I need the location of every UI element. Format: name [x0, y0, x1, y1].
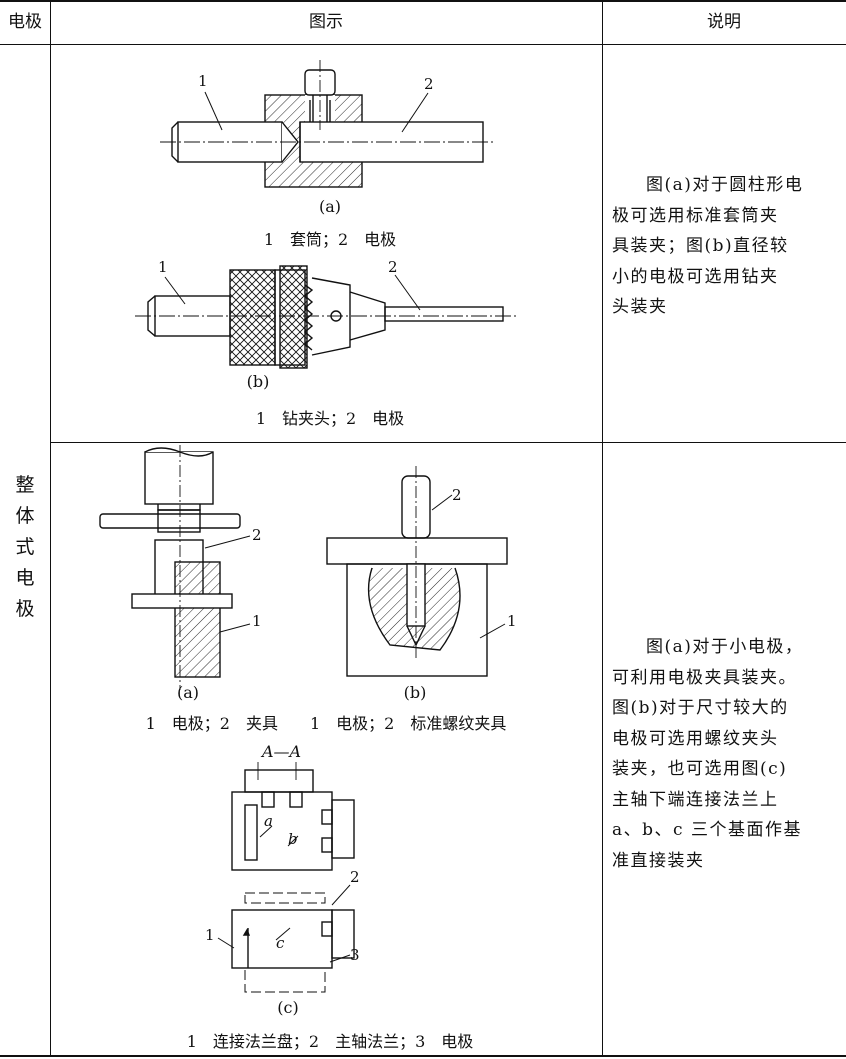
figure-c-caption: 1 连接法兰盘；2 主轴法兰；3 电极	[186, 1032, 474, 1051]
column-divider-2	[602, 0, 603, 1057]
description-line: 装夹，也可选用图(c)	[612, 759, 788, 779]
figure-ab-caption: 1 电极；2 夹具 1 电极；2 标准螺纹夹具	[145, 714, 507, 733]
figure-b-tag: (b)	[246, 372, 270, 391]
row-label-integral-electrode: 整 体 式 电 极	[0, 470, 50, 625]
row-label-char: 整	[15, 474, 35, 496]
callout-1: 1	[205, 926, 215, 944]
callout-1: 1	[158, 258, 168, 276]
sleeve-figure-a	[160, 60, 496, 188]
description-line: 图(a)对于小电极，	[646, 637, 804, 657]
callout-2: 2	[252, 526, 262, 544]
callout-2: 2	[452, 486, 462, 504]
figure-a-tag: (a)	[318, 197, 342, 216]
row-label-char: 式	[15, 536, 35, 558]
callout-3: 3	[350, 946, 360, 964]
description-line: 具装夹；图(b)直径较	[612, 236, 789, 256]
description-line: 图(a)对于圆柱形电	[646, 175, 804, 195]
flange-figure-c	[217, 762, 355, 993]
callout-2: 2	[424, 75, 434, 93]
callout-2: 2	[388, 258, 398, 276]
description-line: 小的电极可选用钻夹	[612, 266, 779, 287]
face-label-c: c	[276, 934, 285, 952]
row2-description: 图(a)对于小电极， 可利用电极夹具装夹。 图(b)对于尺寸较大的 电极可选用螺…	[612, 632, 840, 876]
figure-b-caption: 1 钻夹头；2 电极	[255, 409, 405, 428]
drill-chuck-figure-b	[135, 265, 518, 369]
description-line: 图(b)对于尺寸较大的	[612, 698, 789, 718]
description-line: 准直接装夹	[612, 850, 705, 871]
table-bottom-border	[0, 1055, 846, 1057]
callout-1: 1	[507, 612, 517, 630]
row-divider	[50, 442, 846, 443]
figure-b-tag: (b)	[403, 683, 427, 702]
description-line: 电极可选用螺纹夹头	[612, 728, 779, 749]
face-label-a: a	[264, 812, 273, 830]
header-description: 说明	[707, 12, 741, 32]
callout-1: 1	[252, 612, 262, 630]
section-label: A—A	[262, 742, 302, 761]
callout-1: 1	[198, 72, 208, 90]
header-bottom-border	[0, 44, 846, 45]
row-label-char: 体	[15, 505, 35, 527]
row1-description: 图(a)对于圆柱形电 极可选用标准套筒夹 具装夹；图(b)直径较 小的电极可选用…	[612, 170, 840, 323]
threaded-clamp-figure-b	[326, 466, 508, 677]
table-top-border	[0, 0, 846, 2]
electrode-clamp-figure-a	[99, 445, 251, 690]
row-label-char: 电	[15, 567, 35, 589]
description-line: a、b、c 三个基面作基	[612, 820, 802, 840]
description-line: 可利用电极夹具装夹。	[612, 667, 797, 688]
column-divider-1	[50, 0, 51, 1057]
description-line: 主轴下端连接法兰上	[612, 789, 779, 810]
header-illustration: 图示	[309, 12, 343, 32]
description-line: 极可选用标准套筒夹	[612, 205, 779, 226]
description-line: 头装夹	[612, 297, 668, 317]
row-label-char: 极	[15, 598, 35, 620]
figure-a-caption: 1 套筒；2 电极	[263, 230, 397, 249]
figure-a-tag: (a)	[176, 683, 200, 702]
callout-2: 2	[350, 868, 360, 886]
face-label-b: b	[288, 830, 298, 848]
figure-c-tag: (c)	[277, 998, 299, 1017]
header-electrode: 电极	[8, 12, 42, 32]
